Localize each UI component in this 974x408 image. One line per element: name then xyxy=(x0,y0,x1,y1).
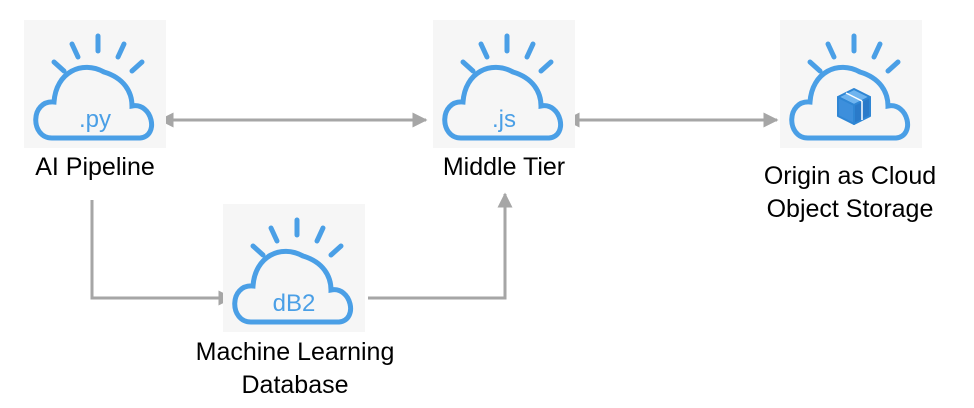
ai-pipeline-label: AI Pipeline xyxy=(0,151,190,184)
edge-ml-database-middle-tier xyxy=(368,192,513,300)
node-icon-text: .js xyxy=(492,106,516,133)
label-line: Origin as Cloud xyxy=(763,162,937,190)
origin-storage-label: Origin as Cloud Object Storage xyxy=(735,160,965,226)
edge-ai-pipeline-ml-database xyxy=(90,200,234,306)
label-line: Machine Learning xyxy=(195,338,395,366)
label-line: Middle Tier xyxy=(442,153,566,181)
cloud-icon xyxy=(33,33,154,141)
label-line: AI Pipeline xyxy=(35,153,155,181)
label-line: Database xyxy=(241,371,349,399)
origin-storage-icon xyxy=(780,20,922,148)
ml-database-icon: dB2 xyxy=(223,204,365,332)
node-icon-text: .py xyxy=(78,106,111,133)
cloud-icon xyxy=(789,33,910,141)
node-icon-text: dB2 xyxy=(272,290,316,317)
cube-icon xyxy=(837,88,871,125)
middle-tier-label: Middle Tier xyxy=(404,151,604,184)
middle-tier-icon: .js xyxy=(433,20,575,148)
cloud-icon xyxy=(442,33,563,141)
ai-pipeline-icon: .py xyxy=(24,20,166,148)
label-line: Object Storage xyxy=(766,195,934,223)
ml-database-label: Machine Learning Database xyxy=(165,336,425,402)
cloud-icon xyxy=(232,217,353,325)
